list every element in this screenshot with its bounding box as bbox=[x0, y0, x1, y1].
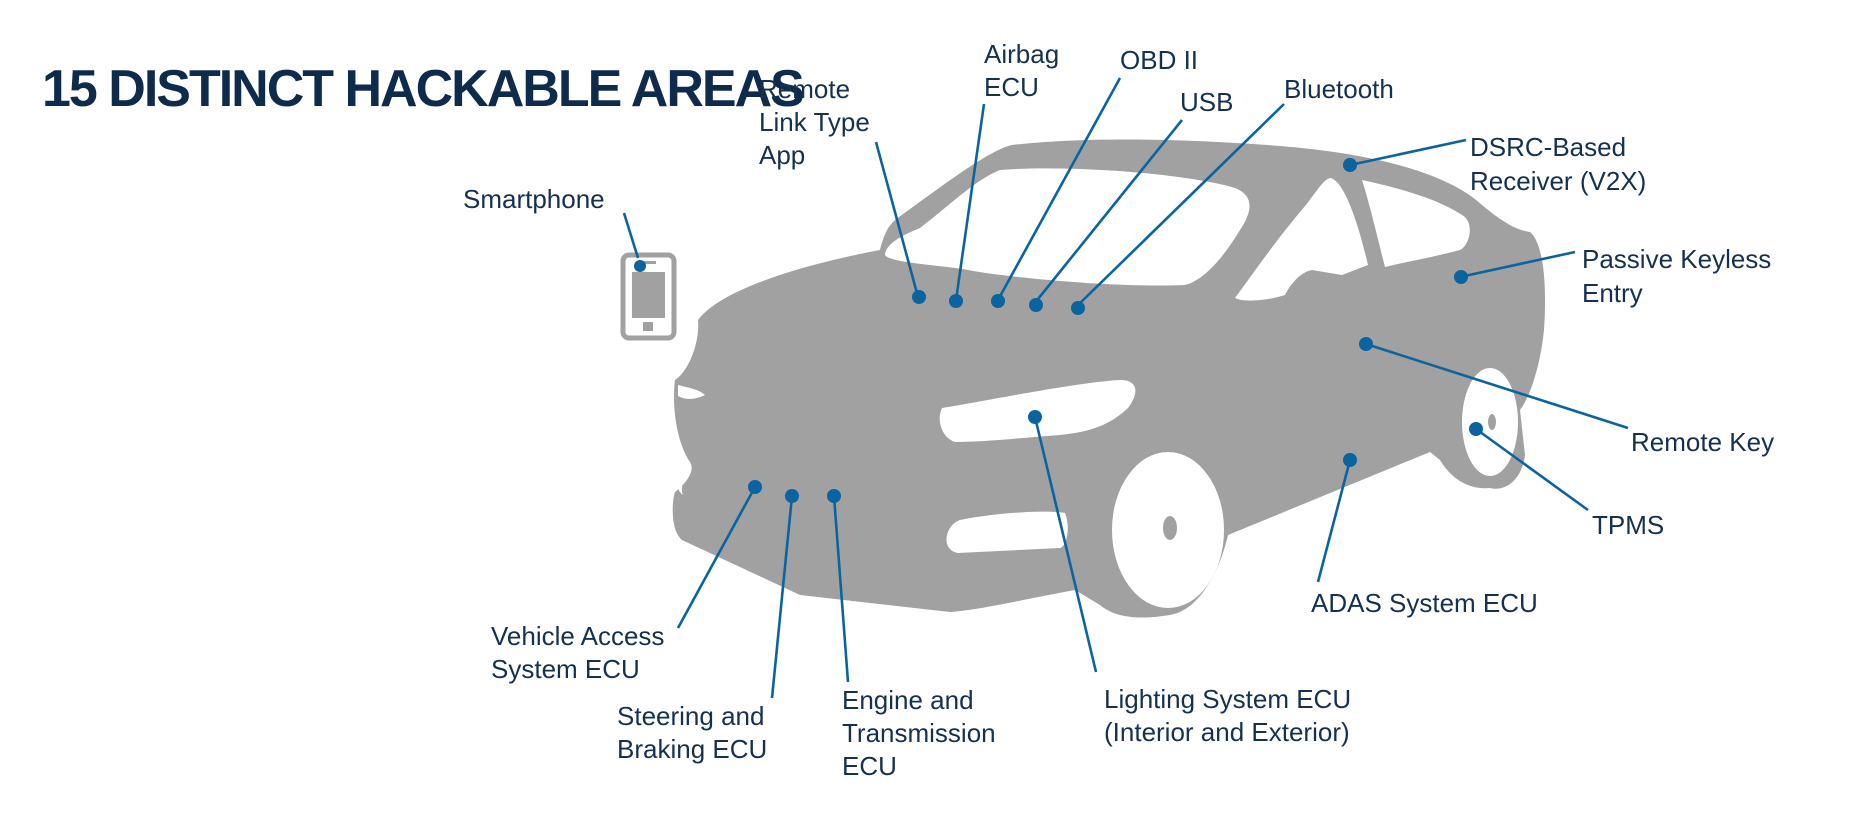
hotspot-obd-ii bbox=[991, 294, 1005, 308]
hotspot-vehicle-access-ecu bbox=[748, 480, 762, 494]
label-smartphone: Smartphone bbox=[463, 184, 605, 214]
hotspot-tpms bbox=[1469, 422, 1483, 436]
hotspot-engine-transmission-ecu bbox=[827, 489, 841, 503]
page-title: 15 DISTINCT HACKABLE AREAS bbox=[42, 60, 803, 118]
hotspot-passive-keyless-entry bbox=[1454, 270, 1468, 284]
hotspot-steering-braking-ecu bbox=[785, 489, 799, 503]
label-steering-braking-ecu: Steering and Braking ECU bbox=[617, 701, 772, 764]
hotspot-lighting-system-ecu bbox=[1028, 410, 1042, 424]
hotspot-dots bbox=[634, 158, 1483, 503]
hotspot-adas-system-ecu bbox=[1343, 453, 1357, 467]
label-tpms: TPMS bbox=[1592, 510, 1664, 540]
label-adas-system-ecu: ADAS System ECU bbox=[1311, 588, 1538, 618]
label-remote-link-app: Remote Link Type App bbox=[759, 74, 877, 170]
hotspot-usb bbox=[1029, 298, 1043, 312]
smartphone-icon bbox=[620, 252, 677, 341]
label-lighting-system-ecu: Lighting System ECU (Interior and Exteri… bbox=[1104, 684, 1358, 747]
hotspot-bluetooth bbox=[1071, 301, 1085, 315]
label-obd-ii: OBD II bbox=[1120, 45, 1198, 75]
label-remote-key: Remote Key bbox=[1631, 427, 1774, 457]
hotspot-airbag-ecu bbox=[949, 294, 963, 308]
labels: Smartphone Remote Link Type App Airbag E… bbox=[463, 39, 1779, 781]
label-bluetooth: Bluetooth bbox=[1284, 74, 1394, 104]
label-dsrc-receiver: DSRC-Based Receiver (V2X) bbox=[1470, 132, 1646, 196]
label-passive-keyless-entry: Passive Keyless Entry bbox=[1582, 244, 1779, 308]
label-airbag-ecu: Airbag ECU bbox=[984, 39, 1066, 102]
hotspot-smartphone bbox=[634, 260, 646, 272]
label-usb: USB bbox=[1180, 87, 1233, 117]
label-vehicle-access-ecu: Vehicle Access System ECU bbox=[491, 621, 672, 684]
hotspot-remote-link-app bbox=[912, 290, 926, 304]
label-engine-transmission-ecu: Engine and Transmission ECU bbox=[842, 685, 1003, 781]
leader-lines bbox=[622, 77, 1629, 699]
hotspot-remote-key bbox=[1359, 337, 1373, 351]
hotspot-dsrc-receiver bbox=[1343, 158, 1357, 172]
